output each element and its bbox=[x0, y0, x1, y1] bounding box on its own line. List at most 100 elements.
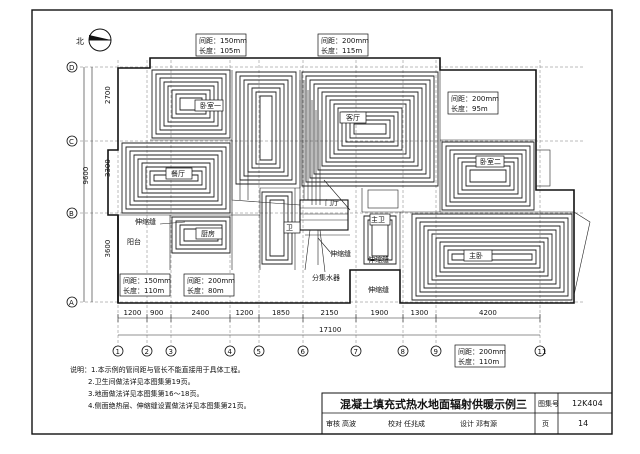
axis-col-bubble bbox=[397, 345, 409, 357]
coil-bedroom1 bbox=[151, 69, 231, 139]
axis-col-bubble bbox=[141, 345, 153, 357]
note-line-2: 2.卫生间做法详见本图集第19页。 bbox=[88, 377, 195, 386]
joint-callout-4: 伸缩缝 bbox=[368, 255, 389, 264]
annotation-spacing-a1: 间距：150mm bbox=[199, 37, 247, 45]
annotation-length-a1: 长度：105m bbox=[199, 46, 240, 55]
axis-grid bbox=[80, 60, 585, 346]
dim-col-value: 900 bbox=[150, 309, 163, 317]
axis-col-bubble bbox=[112, 345, 124, 357]
dim-col-value: 1900 bbox=[371, 309, 389, 317]
designer-name: 邓有源 bbox=[476, 419, 497, 428]
atlas-label: 图集号 bbox=[538, 399, 559, 408]
annotation-length-a2: 长度：115m bbox=[321, 46, 362, 55]
manifold-callout: 分集水器 bbox=[312, 273, 340, 282]
annotation-spacing-a5: 间距：200mm bbox=[187, 277, 235, 285]
heating-coils bbox=[121, 69, 573, 301]
axis-row-label: D bbox=[69, 64, 74, 72]
axis-col-label: 1 bbox=[116, 348, 120, 356]
axis-col-bubble bbox=[297, 345, 309, 357]
page-number: 14 bbox=[578, 419, 588, 428]
dim-row-value: 3300 bbox=[104, 159, 112, 177]
check-label: 校对 bbox=[388, 419, 402, 428]
dim-row-value: 2700 bbox=[104, 86, 112, 104]
axis-row-label: A bbox=[69, 299, 74, 307]
dim-col-value: 4200 bbox=[479, 309, 497, 317]
dim-total-height: 9600 bbox=[82, 167, 90, 185]
annotation-box-a5 bbox=[183, 273, 235, 297]
coil-bedroom2 bbox=[441, 141, 535, 211]
room-bedroom1: 卧室一 bbox=[200, 101, 221, 110]
annotation-length-a4: 长度：110m bbox=[123, 286, 164, 295]
joint-callout-2: 伸缩缝 bbox=[330, 249, 351, 258]
axis-row-bubble bbox=[66, 296, 78, 308]
dim-col-value: 1300 bbox=[411, 309, 429, 317]
annotation-box-a6 bbox=[454, 344, 506, 368]
room-master: 主卧 bbox=[469, 251, 483, 260]
annotations: 间距：150mm长度：105m间距：200mm长度：115m间距：200mm长度… bbox=[119, 33, 506, 368]
room-bedroom2: 卧室二 bbox=[480, 157, 501, 166]
axis-col-label: 3 bbox=[169, 348, 173, 356]
coil-master bbox=[411, 213, 573, 301]
annotation-spacing-a6: 间距：200mm bbox=[458, 348, 506, 356]
note-line-3: 3.地面做法详见本图集第16～18页。 bbox=[88, 389, 204, 398]
design-label: 设计 bbox=[460, 419, 474, 428]
axis-row-bubble bbox=[66, 61, 78, 73]
reviewer-name: 高波 bbox=[342, 419, 356, 428]
coil-kitchen bbox=[171, 216, 231, 254]
drawing-title: 混凝土填充式热水地面辐射供暖示例三 bbox=[340, 397, 527, 411]
axis-col-bubble bbox=[224, 345, 236, 357]
axis-col-label: 9 bbox=[434, 348, 438, 356]
axis-col-label: 8 bbox=[401, 348, 405, 356]
north-arrow: 北 bbox=[76, 28, 112, 52]
note-line-1: 说明：1.本示例的管间距与管长不能直接用于具体工程。 bbox=[70, 365, 245, 374]
dim-row-value: 3600 bbox=[104, 240, 112, 258]
annotation-spacing-a3: 间距：200mm bbox=[451, 95, 499, 103]
annotation-box-a1 bbox=[195, 33, 247, 57]
page-label: 页 bbox=[542, 420, 549, 428]
dim-col-value: 1200 bbox=[236, 309, 254, 317]
axis-col-label: 6 bbox=[301, 348, 306, 356]
notes: 说明：1.本示例的管间距与管长不能直接用于具体工程。 2.卫生间做法详见本图集第… bbox=[70, 365, 251, 410]
axis-row-bubble bbox=[66, 207, 78, 219]
axis-row-label: C bbox=[69, 138, 74, 146]
coil-dining bbox=[121, 142, 231, 214]
axis-col-label: 5 bbox=[257, 348, 261, 356]
note-line-4: 4.侧面绝热层、伸缩缝设置做法详见本图集第21页。 bbox=[88, 401, 251, 410]
room-living: 客厅 bbox=[346, 113, 360, 122]
annotation-length-a6: 长度：110m bbox=[458, 357, 499, 366]
axis-col-bubble bbox=[165, 345, 177, 357]
title-block: 混凝土填充式热水地面辐射供暖示例三 图集号 12K404 审核 高波 校对 任兆… bbox=[321, 392, 613, 435]
coil-living bbox=[301, 71, 439, 187]
axis-col-label: 11 bbox=[538, 348, 547, 356]
room-dining: 餐厅 bbox=[171, 169, 185, 178]
dim-col-value: 1850 bbox=[272, 309, 290, 317]
annotation-spacing-a2: 间距：200mm bbox=[321, 37, 369, 45]
room-balcony: 阳台 bbox=[127, 237, 141, 246]
annotation-box-a4 bbox=[119, 273, 171, 297]
axis-row-label: B bbox=[69, 210, 74, 218]
atlas-number: 12K404 bbox=[572, 399, 603, 408]
dim-col-value: 1200 bbox=[124, 309, 142, 317]
axis-row-bubble bbox=[66, 135, 78, 147]
axis-col-label: 2 bbox=[145, 348, 149, 356]
annotation-box-a2 bbox=[317, 33, 369, 57]
dim-total-width: 17100 bbox=[319, 326, 341, 334]
room-bath: 卫 bbox=[286, 224, 293, 232]
dim-col-value: 2150 bbox=[321, 309, 339, 317]
axis-col-label: 4 bbox=[228, 348, 233, 356]
callouts: 伸缩缝 伸缩缝 分集水器 伸缩缝 伸缩缝 bbox=[135, 217, 389, 294]
review-label: 审核 bbox=[326, 419, 340, 428]
supply-pipes bbox=[231, 80, 351, 271]
checker-name: 任兆成 bbox=[404, 419, 425, 428]
axis-col-bubble bbox=[350, 345, 362, 357]
axis-col-label: 7 bbox=[354, 348, 358, 356]
room-hall: 门厅 bbox=[325, 198, 339, 207]
annotation-spacing-a4: 间距：150mm bbox=[123, 277, 171, 285]
room-master-bath: 主卫 bbox=[371, 215, 385, 224]
annotation-length-a3: 长度：95m bbox=[451, 104, 488, 113]
axis-col-bubble bbox=[430, 345, 442, 357]
coil-bath bbox=[261, 191, 293, 265]
